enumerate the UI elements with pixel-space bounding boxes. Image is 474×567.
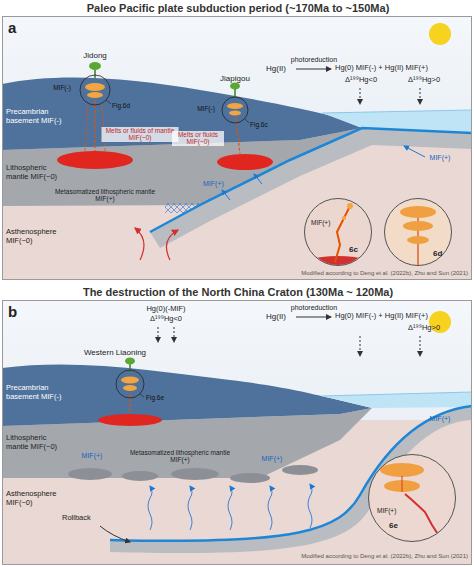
panel: Paleo Pacific plate subduction period (~… <box>2 16 472 280</box>
panel-title: Paleo Pacific plate subduction period (~… <box>3 2 473 15</box>
annotation-label: Modified according to Deng et al. (2022b… <box>301 270 468 277</box>
annotation-label: Metasomatized lithospheric mantle MIF(+) <box>50 188 160 203</box>
annotation-label: Hg(0) MIF(-) + Hg(II) MIF(+) <box>335 312 428 321</box>
annotation-label: Hg(0) MIF(-) + Hg(II) MIF(+) <box>335 64 428 73</box>
annotation-label: photoreduction <box>291 56 337 64</box>
annotation-label: Metasomatized lithospheric mantle MIF(+) <box>125 449 235 464</box>
annotation-label: Asthenosphere MIF(~0) <box>6 228 66 245</box>
annotation-label: Precambrian basement MIF(-) <box>6 384 76 401</box>
inset-number: 6d <box>433 249 442 258</box>
annotation-label: Fig.6e <box>146 394 164 401</box>
annotation-label: Δ¹⁹⁹Hg>0 <box>408 76 440 85</box>
annotation-label: Δ¹⁹⁹Hg<0 <box>150 315 182 324</box>
annotation-label: Jidong <box>83 51 107 60</box>
annotation-label: Δ¹⁹⁹Hg>0 <box>408 324 440 333</box>
annotation-label: Fig.6d <box>112 102 130 109</box>
annotation-label: Western Liaoning <box>84 348 146 357</box>
annotation-label: Lithospheric mantle MIF(~0) <box>6 164 66 181</box>
annotation-label: Hg(II) <box>266 312 286 321</box>
annotation-label: MIF(-) <box>53 84 71 91</box>
annotation-label: Modified according to Deng et al. (2022b… <box>301 553 468 560</box>
annotation-label: MIF(+) <box>203 180 224 188</box>
inset-label: MIF(+) <box>377 507 396 514</box>
panel-letter: a <box>8 19 16 36</box>
annotation-label: MIF(+) <box>82 452 103 460</box>
annotation-label: Jiapigou <box>220 74 250 83</box>
annotation-label: MIF(+) <box>262 455 283 463</box>
annotation-label: Lithospheric mantle MIF(~0) <box>6 434 66 451</box>
annotation-label: MIF(-) <box>197 105 215 112</box>
annotation-label: Melts or fluids MIF(~0) <box>172 131 224 146</box>
annotation-label: Rollback <box>62 514 91 523</box>
panel-letter: b <box>8 303 17 320</box>
inset-label: MIF(+) <box>311 219 330 226</box>
annotation-label: Asthenosphere MIF(~0) <box>6 490 66 507</box>
inset-circle: MIF(+) 6c <box>304 198 372 266</box>
annotation-label: Fig.6c <box>250 121 268 128</box>
annotation-label: MIF(+) <box>430 415 451 423</box>
annotation-label: Δ¹⁹⁹Hg<0 <box>345 76 377 85</box>
inset-circle: MIF(+) 6e <box>368 454 456 542</box>
panel-title: The destruction of the North China Crato… <box>3 286 473 299</box>
annotation-label: Melts or fluids of mantle MIF(~0) <box>102 127 179 142</box>
inset-number: 6c <box>349 245 358 254</box>
annotation-label: Precambrian basement MIF(-) <box>6 108 76 125</box>
annotation-label: MIF(+) <box>430 154 451 162</box>
annotation-label: Hg(II) <box>266 64 286 73</box>
annotation-label: Hg(0)(-MIF) <box>146 305 185 314</box>
annotation-label: photoreduction <box>291 304 337 312</box>
panel: The destruction of the North China Crato… <box>2 300 472 565</box>
inset-number: 6e <box>389 521 398 530</box>
inset-circle: 6d <box>384 198 452 266</box>
